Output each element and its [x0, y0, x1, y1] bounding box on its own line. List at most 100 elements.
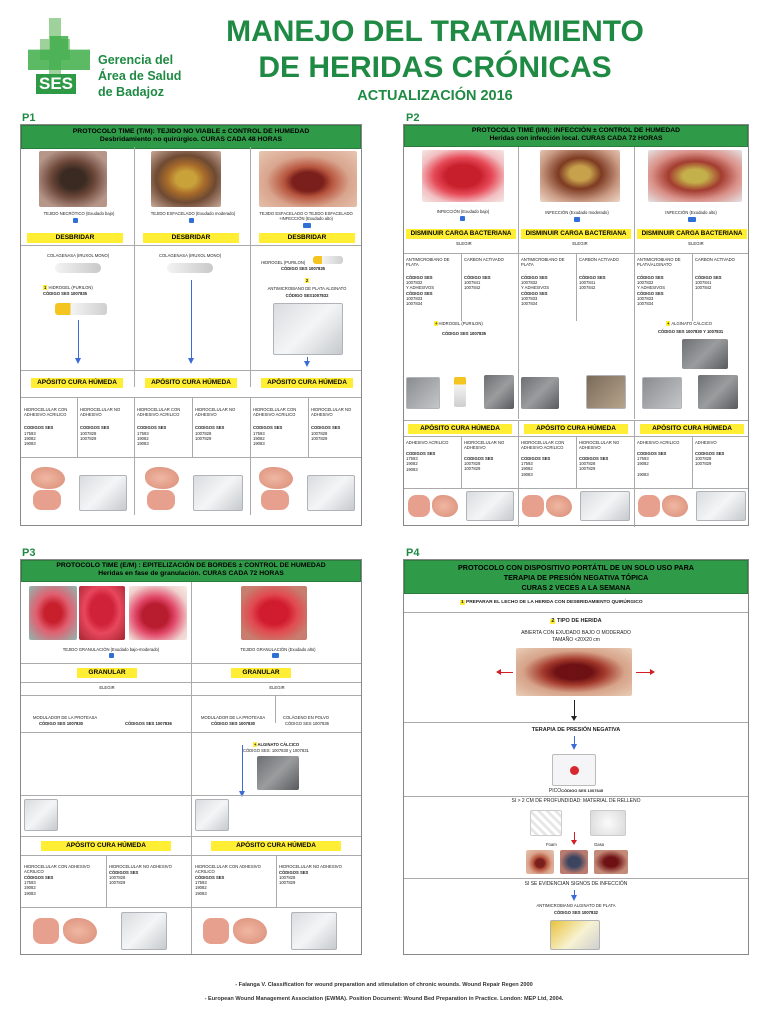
p3-d1-a: HIDROCELULAR CON ADHESIVO ACRILICO: [24, 864, 90, 875]
p4-foam-label: Foam: [546, 842, 557, 847]
p3-d2-code-3: 19083: [195, 890, 207, 896]
p4-title-bar: PROTOCOLO CON DISPOSITIVO PORTÁTIL DE UN…: [404, 560, 748, 594]
p1-d3-a: HIDROCELULAR CON ADHESIVO ACRILICO: [253, 407, 297, 418]
p4-wound-photo: [516, 648, 632, 696]
p2-photo-1: [422, 150, 504, 202]
p1-title: PROTOCOLO TIME (T/M): TEJIDO NO VIABLE ±…: [72, 128, 310, 135]
foam-dressing: [147, 490, 175, 510]
p1-d1-code-2: 19082: [24, 436, 36, 441]
p3-photo-2: [79, 586, 125, 640]
dressing-pack: [466, 491, 514, 521]
p3-action-2: GRANULAR: [231, 668, 291, 678]
info-icon: [73, 218, 78, 223]
foam-dressing: [261, 490, 289, 510]
p1-d1-b: HIDROCELULAR NO ADHESIVO: [80, 407, 121, 418]
p1-photo-label-2: TEJIDO ESFACELADO (Exudado moderado): [150, 211, 236, 216]
p4-antimic: ANTIMICROBIANO ALGINATO DE PLATA: [536, 903, 616, 908]
p2-hidrogel-code: CÓDIGO SES 1007835: [442, 331, 486, 336]
p4-antimic-code: CÓDIGO SES 1007832: [554, 910, 598, 915]
p1-d2-code-1: 17593: [137, 431, 149, 436]
p1-aposito-2: APÓSITO CURA HÚMEDA: [145, 378, 237, 388]
p4-tpn: TERAPIA DE PRESIÓN NEGATIVA: [531, 727, 621, 733]
charcoal-dressing: [682, 339, 728, 369]
p2-c2b-code-2: 1007842: [579, 285, 596, 291]
p1-d1b-code-1: 1007828: [80, 431, 97, 436]
p4-wound-photo-2: [526, 850, 554, 874]
p1-d1-code-3: 19083: [24, 441, 36, 446]
charcoal-dressing: [484, 375, 514, 409]
p3-mod1-code: CÓDIGO SES 1007830: [39, 721, 83, 726]
p1-d2-code-2: 19082: [137, 436, 149, 441]
p1-d2-a: HIDROCELULAR CON ADHESIVO ACRILICO: [137, 407, 181, 418]
reference-1: - Falanga V. Classification for wound pr…: [235, 982, 533, 988]
p2-c2-code-5: 1007834: [521, 301, 538, 307]
p3-d2-b: HIDROCELULAR NO ADHESIVO: [279, 864, 342, 869]
silver-dressing: [642, 377, 682, 409]
p2-tag: P2: [406, 112, 420, 124]
logo-line-3: de Badajoz: [98, 85, 164, 99]
p3-mod2-code: CÓDIGO SES 1007830: [211, 721, 255, 726]
p2-d3-code-1: 17593: [637, 456, 649, 462]
p2-c3-opt-a: ANTIMICROBIANO DE PLATA/ALGINATO: [637, 257, 681, 268]
p2-c3b-code-1: 1007841: [695, 280, 712, 286]
dressing-pack: [291, 912, 337, 950]
p2-c3-code-3: CÓDIGO SES: [637, 290, 664, 296]
p4-panel: PROTOCOLO CON DISPOSITIVO PORTÁTIL DE UN…: [403, 559, 749, 955]
p2-d2b-code-1: 1007828: [579, 461, 596, 467]
p2-elegir-1: ELEGIR: [456, 241, 472, 246]
p3-d2b-codes-label: CÓDIGOS SES: [279, 870, 309, 875]
p1-col1-item-3: CÓDIGO SES 1007835: [43, 291, 87, 296]
syringe: [454, 377, 466, 407]
p3-d1-b: HIDROCELULAR NO ADHESIVO: [109, 864, 172, 869]
foam-dressing: [522, 495, 544, 517]
dressing-pack: [307, 475, 355, 511]
p2-photo-3: [648, 150, 742, 202]
p3-d2b-code-2: 1007829: [279, 880, 296, 886]
p3-action-1: GRANULAR: [77, 668, 137, 678]
p4-wound-photo-3: [560, 850, 588, 874]
info-icon: [189, 218, 194, 223]
p1-d1-codes-label: CODIGOS SES: [24, 425, 54, 430]
info-icon: [460, 216, 465, 221]
p4-pico-label: PICO: [548, 788, 562, 794]
p1-photo-3: [259, 151, 357, 207]
p4-step-2-label: TIPO DE HERIDA: [556, 618, 602, 624]
p1-photo-1: [39, 151, 107, 207]
p2-c1-code-3: CÓDIGO SES: [406, 290, 433, 296]
foam-dressing: [408, 495, 430, 517]
p1-d3b-codes-label: CODIGOS SES: [311, 425, 341, 430]
p3-d2b-code-1: 1007828: [279, 875, 296, 881]
p3-d1b-codes-label: CÓDIGOS SES: [109, 870, 139, 875]
p3-col: COLÁGENO EN POLVO: [283, 715, 329, 720]
p1-d3b-code-1: 1007828: [311, 431, 328, 436]
p2-d3-codes-label: CODIGOS SES: [637, 451, 667, 456]
p4-relleno: SI > 2 CM DE PROFUNDIDAD: MATERIAL DE RE…: [511, 798, 641, 804]
p2-photo-2: [540, 150, 620, 202]
p2-d1b-codes-label: CODIGOS SES: [464, 456, 494, 461]
info-icon: [688, 217, 696, 222]
p2-c1-code-label: CÓDIGO SES: [406, 275, 433, 280]
p1-col3-and: 2: [304, 278, 310, 284]
charcoal-dressing: [586, 375, 626, 409]
p2-c1-opt-b: CARBON ACTIVADO: [464, 257, 504, 262]
info-icon: [272, 653, 279, 658]
p3-mod1-code2: CÓDIGOS SES 1007836: [125, 721, 172, 726]
p2-c2-opt-a: ANTIMICROBIANO DE PLATA: [521, 257, 565, 268]
p2-action-2: DISMINUIR CARGA BACTERIANA: [521, 229, 631, 239]
p3-tag: P3: [22, 547, 36, 559]
p2-title: PROTOCOLO TIME (I/M): INFECCIÓN ± CONTRO…: [471, 127, 681, 134]
p1-tag: P1: [22, 112, 36, 124]
heel-dressing: [145, 467, 179, 489]
p2-c1-opt-a: ANTIMICROBIANO DE PLATA: [406, 257, 450, 268]
p2-c1b-code-2: 1007842: [464, 285, 481, 291]
p1-d3-code-2: 19082: [253, 436, 265, 441]
